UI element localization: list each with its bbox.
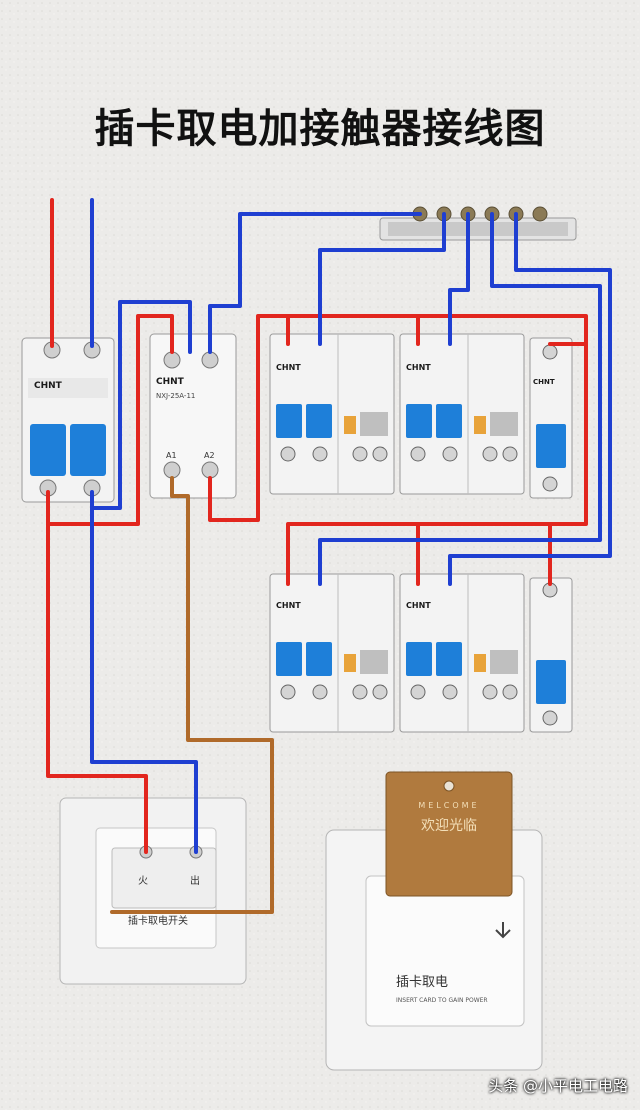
rcbo-lower-1: CHNT	[269, 573, 395, 733]
card-switch-out-label: 出	[190, 874, 200, 887]
main-breaker-brand: CHNT	[34, 381, 63, 391]
wire-control-a1	[110, 476, 274, 914]
watermark: 头条 @小平电工电路	[488, 1077, 628, 1095]
rcbo-upper-1-brand: CHNT	[276, 363, 301, 372]
contactor-a2-label: A2	[204, 451, 215, 460]
rcbo-upper-1: CHNT	[269, 333, 395, 495]
card-switch: 火 出 插卡取电开关	[59, 797, 247, 985]
rcbo-lower-2: CHNT	[399, 573, 525, 733]
arrow-down-icon	[495, 922, 511, 939]
main-breaker: CHNT	[21, 337, 115, 503]
main-breaker-toggle-left	[30, 424, 66, 476]
upper-breaker-row: CHNT CHNT CHNT	[269, 333, 573, 499]
mcb-upper-brand: CHNT	[533, 378, 555, 386]
key-card	[385, 771, 513, 897]
card-holder-label-en: INSERT CARD TO GAIN POWER	[396, 997, 488, 1004]
mcb-upper: CHNT	[529, 337, 573, 499]
contactor-brand: CHNT	[156, 377, 185, 387]
wires	[46, 198, 612, 914]
card-switch-live-label: 火	[138, 875, 148, 887]
wire-contactor-neutral-bus	[208, 212, 422, 354]
wire-main-live-to-contactor	[46, 314, 174, 526]
main-breaker-toggle-right	[70, 424, 106, 476]
wire-switch-live	[46, 522, 148, 854]
rcbo-lower-2-brand: CHNT	[406, 601, 431, 610]
key-card-banner: 欢迎光临	[421, 818, 477, 834]
key-card-text: MELCOME	[418, 801, 479, 810]
card-holder: MELCOME 欢迎光临 插卡取电 INSERT CARD TO GAIN PO…	[325, 771, 543, 1071]
wire-live-lower	[286, 350, 588, 586]
card-switch-label: 插卡取电开关	[128, 914, 188, 927]
contactor-a1-label: A1	[166, 451, 177, 460]
mcb-lower	[529, 577, 573, 733]
wire-contactor-live-upper	[208, 314, 588, 522]
contactor: CHNT NXJ-25A-11 A1 A2	[149, 333, 237, 499]
wire-switch-neutral	[90, 506, 198, 854]
rcbo-upper-2: CHNT	[399, 333, 525, 495]
card-holder-label: 插卡取电	[396, 975, 448, 990]
rcbo-upper-2-brand: CHNT	[406, 363, 431, 372]
contactor-model: NXJ-25A-11	[156, 392, 195, 400]
wire-main-neutral-to-contactor	[90, 300, 192, 510]
page-title: 插卡取电加接触器接线图	[94, 106, 546, 152]
lower-breaker-row: CHNT CHNT	[269, 573, 573, 733]
rcbo-lower-1-brand: CHNT	[276, 601, 301, 610]
